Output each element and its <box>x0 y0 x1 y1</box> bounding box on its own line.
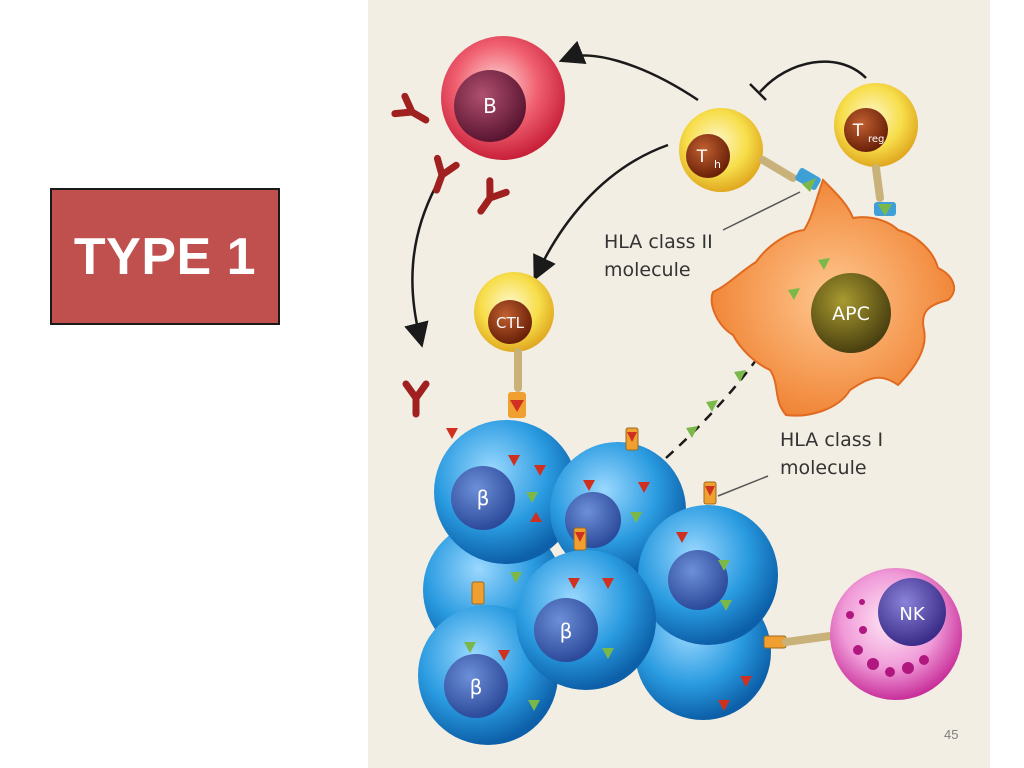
beta-cell <box>638 505 778 645</box>
hla2-line1: HLA class II <box>604 231 713 253</box>
treg-subscript: reg <box>868 134 884 145</box>
b-cell: B <box>441 36 565 160</box>
beta-label: β <box>560 619 573 643</box>
treg-label: T <box>852 121 864 141</box>
beta-cell-cluster: β β β <box>418 420 787 745</box>
immune-diagram: B APC T h <box>391 36 962 745</box>
th-label: T <box>696 147 708 167</box>
treg-hla2-complex <box>872 164 896 216</box>
b-cell-label: B <box>483 94 497 118</box>
hla1-line1: HLA class I <box>780 429 883 451</box>
hla-class-i-label: HLA class I molecule <box>717 429 883 497</box>
arrow-b-to-antibody <box>404 185 438 348</box>
beta-cell: β <box>434 420 578 564</box>
antigen-peptides <box>686 258 830 438</box>
slide-title: TYPE 1 <box>73 227 257 286</box>
antibody-icon <box>402 380 430 418</box>
ctl-cell: CTL <box>474 272 554 418</box>
beta-label: β <box>470 675 483 699</box>
antibody-icon <box>391 92 430 124</box>
nk-granules <box>846 599 929 677</box>
antibodies <box>391 92 510 418</box>
hla1-peptides <box>575 432 715 542</box>
th-hla2-complex <box>759 156 821 192</box>
hla1-line2: molecule <box>780 457 867 479</box>
th-cell: T h <box>679 108 763 192</box>
beta-cell: β <box>516 550 656 690</box>
apc-cell: APC <box>710 178 956 417</box>
ctl-label: CTL <box>496 314 525 332</box>
antibody-icon <box>477 177 510 215</box>
inhibit-treg-to-th <box>759 60 867 93</box>
nk-cell: NK <box>782 568 962 700</box>
antibody-icon <box>433 154 460 194</box>
hla2-line2: molecule <box>604 259 691 281</box>
intracellular-antigens <box>446 428 752 711</box>
beta-label: β <box>477 486 490 510</box>
apc-label: APC <box>832 303 870 325</box>
type-1-title-box: TYPE 1 <box>50 188 280 325</box>
arrow-th-to-b <box>558 40 699 102</box>
immune-diagram-panel: B APC T h <box>368 0 990 768</box>
hla-class-ii-label: HLA class II molecule <box>604 191 801 281</box>
treg-cell: T reg <box>834 83 918 167</box>
nk-label: NK <box>899 604 925 625</box>
inhibit-bar <box>749 83 767 101</box>
th-subscript: h <box>714 158 721 171</box>
page-number: 45 <box>944 727 959 742</box>
arrow-th-to-ctl <box>533 143 669 282</box>
